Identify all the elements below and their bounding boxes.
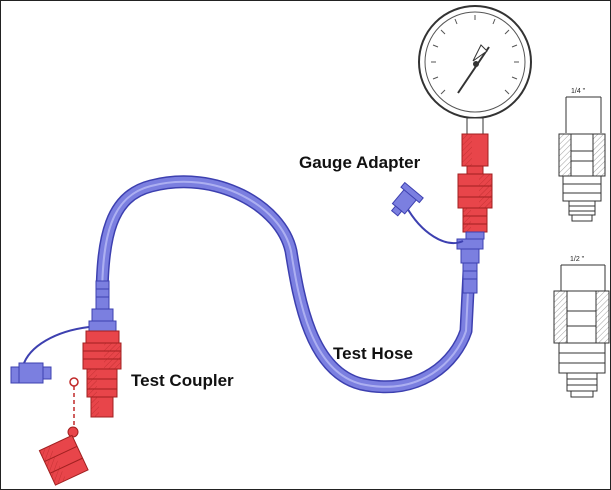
coupler-hose-fitting xyxy=(88,280,117,332)
coupler-dust-cap xyxy=(10,326,90,384)
test-hose xyxy=(95,175,476,394)
coupler-red-cap xyxy=(38,377,89,486)
fitting-section-half xyxy=(553,264,610,398)
gauge-adapter-dust-cap xyxy=(390,181,464,244)
half-inch-dimension: 1/2 " xyxy=(570,256,585,263)
quarter-inch-dimension: 1/4 " xyxy=(571,88,586,95)
test-hose-label: Test Hose xyxy=(333,344,413,363)
gauge-adapter xyxy=(457,133,493,240)
fitting-section-quarter xyxy=(558,96,606,222)
gauge-ticks xyxy=(431,15,519,95)
test-coupler-label: Test Coupler xyxy=(131,371,234,390)
pressure-gauge xyxy=(418,5,532,135)
test-coupler xyxy=(82,330,122,418)
gauge-hose-fitting xyxy=(456,238,484,294)
gauge-adapter-label: Gauge Adapter xyxy=(299,153,421,172)
gauge-needle xyxy=(457,46,490,94)
